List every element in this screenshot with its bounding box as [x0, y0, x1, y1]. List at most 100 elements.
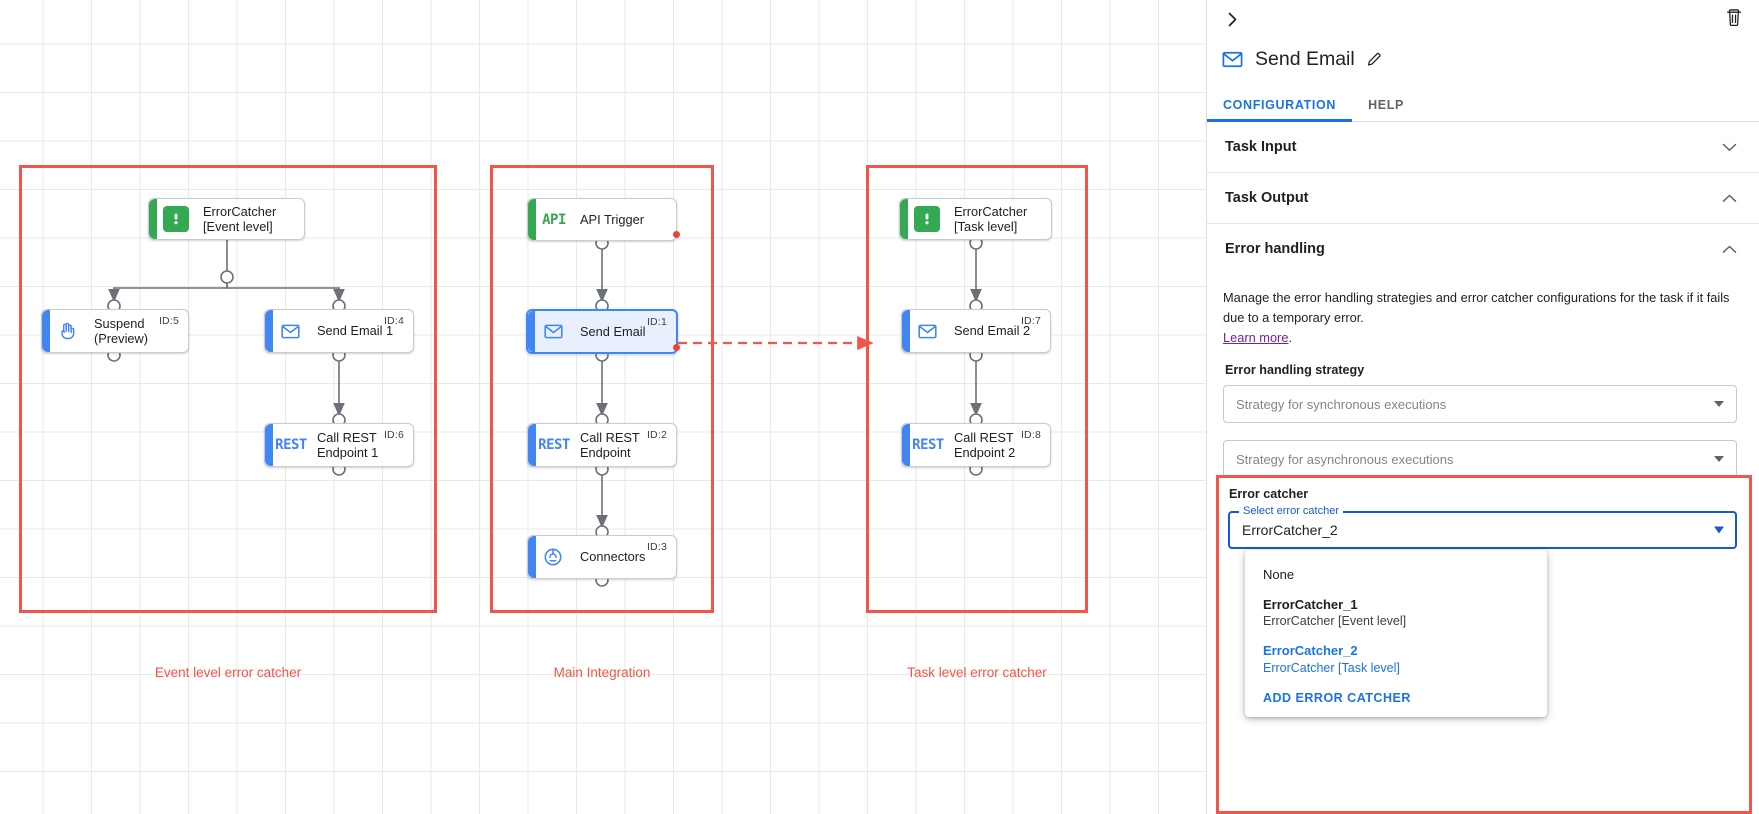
- node-label: ErrorCatcher [Event level]: [203, 203, 277, 234]
- chevron-up-icon[interactable]: [1722, 243, 1737, 256]
- error-catcher-icon: [914, 206, 940, 232]
- trash-icon[interactable]: [1725, 8, 1747, 30]
- group-box-main-integration: [490, 165, 714, 613]
- node-accent-bar: [902, 310, 910, 352]
- node-label: Call REST Endpoint 2: [954, 429, 1016, 460]
- workflow-canvas[interactable]: Event level error catcher Main Integrati…: [0, 0, 1206, 814]
- error-handling-description: Manage the error handling strategies and…: [1223, 288, 1737, 347]
- section-error-handling[interactable]: Error handling: [1207, 224, 1759, 274]
- node-label: ErrorCatcher [Task level]: [954, 203, 1028, 234]
- chevron-up-icon[interactable]: [1722, 192, 1737, 205]
- section-task-output[interactable]: Task Output: [1207, 173, 1759, 224]
- dropdown-option-errorcatcher-1[interactable]: ErrorCatcher_1 ErrorCatcher [Event level…: [1245, 590, 1547, 636]
- node-errorcatcher-task-level[interactable]: ErrorCatcher [Task level]: [899, 198, 1052, 240]
- learn-more-period: .: [1288, 329, 1293, 345]
- error-catcher-value: ErrorCatcher_2: [1242, 522, 1338, 538]
- option-secondary: ErrorCatcher [Task level]: [1263, 660, 1400, 675]
- node-label: Send Email 2: [954, 323, 1031, 339]
- node-accent-bar: [528, 536, 536, 578]
- error-catcher-icon: [163, 206, 189, 232]
- node-id-tag: ID:1: [646, 316, 667, 328]
- status-dot: [673, 231, 680, 238]
- node-accent-bar: [42, 310, 50, 352]
- node-send-email-1[interactable]: Send Email 1 ID:4: [264, 309, 414, 353]
- rest-icon: REST: [536, 432, 572, 458]
- email-icon: [277, 318, 303, 344]
- error-catcher-select[interactable]: Select error catcher ErrorCatcher_2: [1228, 505, 1737, 549]
- node-label: Send Email: [580, 323, 646, 339]
- async-strategy-value: Strategy for asynchronous executions: [1236, 451, 1454, 467]
- connectors-icon: [540, 544, 566, 570]
- node-send-email[interactable]: Send Email ID:1: [526, 309, 680, 354]
- error-handling-description-text: Manage the error handling strategies and…: [1223, 290, 1730, 325]
- node-accent-bar: [528, 311, 535, 352]
- group-box-event-level: [19, 165, 437, 613]
- panel-topbar: [1207, 0, 1759, 40]
- node-accent-bar: [528, 424, 536, 466]
- group-caption-main-integration: Main Integration: [553, 665, 651, 680]
- node-api-trigger[interactable]: API API Trigger: [527, 198, 680, 241]
- panel-tabs: CONFIGURATION HELP: [1207, 88, 1759, 122]
- node-connectors[interactable]: Connectors ID:3: [527, 535, 677, 579]
- sync-strategy-select[interactable]: Strategy for synchronous executions: [1223, 385, 1737, 424]
- node-label: API Trigger: [580, 211, 645, 227]
- node-id-tag: ID:3: [646, 541, 667, 553]
- node-accent-bar: [265, 424, 273, 466]
- option-primary: ErrorCatcher_1: [1263, 596, 1358, 612]
- hand-icon: [54, 318, 80, 344]
- node-accent-bar: [265, 310, 273, 352]
- section-title: Task Input: [1225, 139, 1297, 155]
- section-task-input[interactable]: Task Input: [1207, 122, 1759, 173]
- node-accent-bar: [528, 199, 536, 240]
- rest-icon: REST: [910, 432, 946, 458]
- sync-strategy-value: Strategy for synchronous executions: [1236, 396, 1447, 412]
- email-icon: [1221, 48, 1244, 71]
- option-secondary: ErrorCatcher [Event level]: [1263, 614, 1407, 629]
- email-icon: [914, 318, 940, 344]
- node-label: Call REST Endpoint 1: [317, 429, 379, 460]
- async-strategy-select[interactable]: Strategy for asynchronous executions: [1223, 440, 1737, 479]
- page-title: Send Email: [1255, 47, 1355, 70]
- node-id-tag: ID:2: [646, 429, 667, 441]
- dropdown-option-none[interactable]: None: [1245, 560, 1547, 590]
- node-accent-bar: [149, 199, 157, 239]
- pencil-icon[interactable]: [1366, 51, 1383, 68]
- add-error-catcher-button[interactable]: ADD ERROR CATCHER: [1263, 691, 1411, 706]
- node-id-tag: ID:5: [158, 315, 179, 327]
- chevron-down-icon[interactable]: [1722, 141, 1737, 154]
- section-title: Error handling: [1225, 241, 1325, 257]
- chevron-down-icon: [1714, 526, 1724, 534]
- node-call-rest-endpoint-1[interactable]: REST Call REST Endpoint 1 ID:6: [264, 423, 414, 467]
- status-dot: [673, 344, 680, 351]
- node-call-rest-endpoint[interactable]: REST Call REST Endpoint ID:2: [527, 423, 677, 467]
- tab-help[interactable]: HELP: [1368, 98, 1405, 112]
- dropdown-option-errorcatcher-2[interactable]: ErrorCatcher_2 ErrorCatcher [Task level]: [1245, 636, 1547, 682]
- rest-icon: REST: [273, 432, 309, 458]
- chevron-right-icon[interactable]: [1221, 8, 1243, 30]
- option-primary: None: [1263, 567, 1295, 582]
- group-caption-event-level: Event level error catcher: [154, 665, 302, 680]
- node-label: Send Email 1: [317, 323, 394, 339]
- node-send-email-2[interactable]: Send Email 2 ID:7: [901, 309, 1051, 353]
- rest-icon-text: REST: [912, 437, 944, 453]
- error-catcher-dropdown-menu[interactable]: None ErrorCatcher_1 ErrorCatcher [Event …: [1245, 550, 1547, 718]
- tab-configuration[interactable]: CONFIGURATION: [1207, 98, 1353, 122]
- learn-more-link[interactable]: Learn more: [1223, 329, 1289, 345]
- node-id-tag: ID:7: [1020, 315, 1041, 327]
- node-label: Connectors: [580, 549, 646, 565]
- error-handling-strategy-label: Error handling strategy: [1225, 363, 1365, 378]
- node-id-tag: ID:4: [383, 315, 404, 327]
- error-catcher-float-label: Select error catcher: [1239, 505, 1343, 517]
- node-errorcatcher-event-level[interactable]: ErrorCatcher [Event level]: [148, 198, 305, 240]
- panel-title-row: Send Email: [1207, 40, 1759, 78]
- task-config-panel: Send Email CONFIGURATION HELP Task Input…: [1206, 0, 1759, 814]
- chevron-down-icon: [1714, 401, 1724, 408]
- error-catcher-label: Error catcher: [1229, 487, 1309, 501]
- rest-icon-text: REST: [275, 437, 307, 453]
- node-label: Call REST Endpoint: [580, 429, 640, 460]
- node-id-tag: ID:8: [1020, 429, 1041, 441]
- node-call-rest-endpoint-2[interactable]: REST Call REST Endpoint 2 ID:8: [901, 423, 1051, 467]
- email-icon: [540, 319, 566, 345]
- node-suspend[interactable]: Suspend (Preview) ID:5: [41, 309, 189, 353]
- chevron-down-icon: [1714, 456, 1724, 463]
